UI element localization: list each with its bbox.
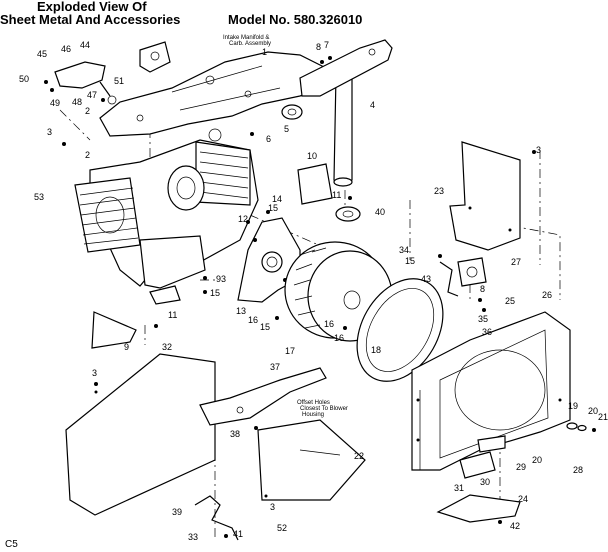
- intake-note-line2: Carb. Assembly: [229, 41, 272, 47]
- callout-32: 32: [162, 342, 172, 352]
- intake-note-line1: Intake Manifold &: [223, 35, 270, 41]
- callout-44: 44: [80, 40, 90, 50]
- callout-2: 2: [85, 106, 90, 116]
- callout-9: 9: [124, 342, 129, 352]
- callout-48: 48: [72, 97, 82, 107]
- callout-15: 15: [405, 256, 415, 266]
- callout-6: 6: [266, 134, 271, 144]
- part-19-21-washers: [566, 422, 596, 432]
- part-18-blower-ring: [356, 278, 444, 382]
- callout-30: 30: [480, 477, 490, 487]
- callout-51: 51: [114, 76, 124, 86]
- offset-note-line1: Offset Holes: [297, 400, 330, 406]
- part-32-panel: [65, 353, 216, 516]
- callout-2: 2: [85, 150, 90, 160]
- callout-7: 7: [324, 40, 329, 50]
- callout-10: 10: [307, 151, 317, 161]
- part-23-panel: [449, 141, 521, 251]
- callout-12: 12: [238, 214, 248, 224]
- callout-39: 39: [172, 507, 182, 517]
- callout-14: 14: [272, 194, 282, 204]
- part-22-plate: [257, 419, 366, 501]
- callout-3: 3: [270, 502, 275, 512]
- callout-33: 33: [188, 532, 198, 542]
- callout-16: 16: [324, 319, 334, 329]
- offset-note-line3: Housing: [302, 412, 325, 418]
- diagram-title-line2: Sheet Metal And Accessories: [0, 12, 181, 27]
- callout-45: 45: [37, 49, 47, 59]
- callout-46: 46: [61, 44, 71, 54]
- part-13-adapter-plate: [237, 217, 301, 303]
- callout-18: 18: [371, 345, 381, 355]
- callout-34: 34: [399, 245, 409, 255]
- callout-43: 43: [421, 274, 431, 284]
- callout-5: 5: [284, 124, 289, 134]
- callout-20: 20: [588, 406, 598, 416]
- callout-15: 15: [260, 322, 270, 332]
- callout-36: 36: [482, 327, 492, 337]
- part-39-41-strap: [194, 495, 239, 541]
- callout-3: 3: [92, 368, 97, 378]
- part-26-blower-housing: [411, 311, 571, 471]
- offset-note-line2: Closest To Blower: [300, 406, 348, 412]
- callout-53: 53: [34, 192, 44, 202]
- part-37-bracket: [199, 367, 327, 426]
- callout-40: 40: [375, 207, 385, 217]
- callout-3: 3: [536, 145, 541, 155]
- callout-49: 49: [50, 98, 60, 108]
- callout-19: 19: [568, 401, 578, 411]
- part-29-31-brackets: [459, 435, 506, 479]
- callout-16: 16: [334, 333, 344, 343]
- model-number: Model No. 580.326010: [228, 12, 363, 27]
- callout-11: 11: [332, 190, 341, 200]
- part-1-shroud: [99, 51, 335, 137]
- callout-37: 37: [270, 362, 280, 372]
- callout-1: 1: [262, 47, 267, 57]
- part-24-plate: [436, 494, 521, 523]
- callout-8: 8: [316, 42, 321, 52]
- manifold-bracket: [44, 41, 171, 105]
- callout-23: 23: [434, 186, 444, 196]
- callout-47: 47: [87, 90, 97, 100]
- callout-22: 22: [354, 451, 364, 461]
- callout-29: 29: [516, 462, 526, 472]
- callout-52: 52: [277, 523, 287, 533]
- callout-25: 25: [505, 296, 515, 306]
- part-40-ring: [335, 206, 361, 222]
- callout-15: 15: [210, 288, 220, 298]
- part-4-exhaust-pipe: [299, 39, 393, 187]
- part-27-bracket: [439, 257, 487, 297]
- callout-50: 50: [19, 74, 29, 84]
- callout-11: 11: [168, 310, 177, 320]
- callout-31: 31: [454, 483, 464, 493]
- callout-24: 24: [518, 494, 528, 504]
- callout-8: 8: [480, 284, 485, 294]
- page-code: C5: [5, 539, 18, 550]
- callout-20: 20: [532, 455, 542, 465]
- fasteners: [62, 56, 536, 538]
- callout-28: 28: [573, 465, 583, 475]
- callout-38: 38: [230, 429, 240, 439]
- callout-3: 3: [47, 127, 52, 137]
- part-5-gasket: [281, 104, 303, 120]
- callout-93: 93: [216, 274, 226, 284]
- engine-block: [74, 128, 259, 305]
- part-9-plate: [91, 311, 137, 349]
- callout-17: 17: [285, 346, 295, 356]
- callout-4: 4: [370, 100, 375, 110]
- callout-21: 21: [598, 412, 608, 422]
- callout-26: 26: [542, 290, 552, 300]
- callout-27: 27: [511, 257, 521, 267]
- callout-13: 13: [236, 306, 246, 316]
- diagram-title-line1: Exploded View Of: [37, 0, 147, 14]
- part-10-plate: [297, 163, 333, 205]
- callout-16: 16: [248, 315, 258, 325]
- callout-15: 15: [268, 203, 278, 213]
- callout-42: 42: [510, 521, 520, 531]
- callout-41: 41: [233, 529, 243, 539]
- callout-35: 35: [478, 314, 488, 324]
